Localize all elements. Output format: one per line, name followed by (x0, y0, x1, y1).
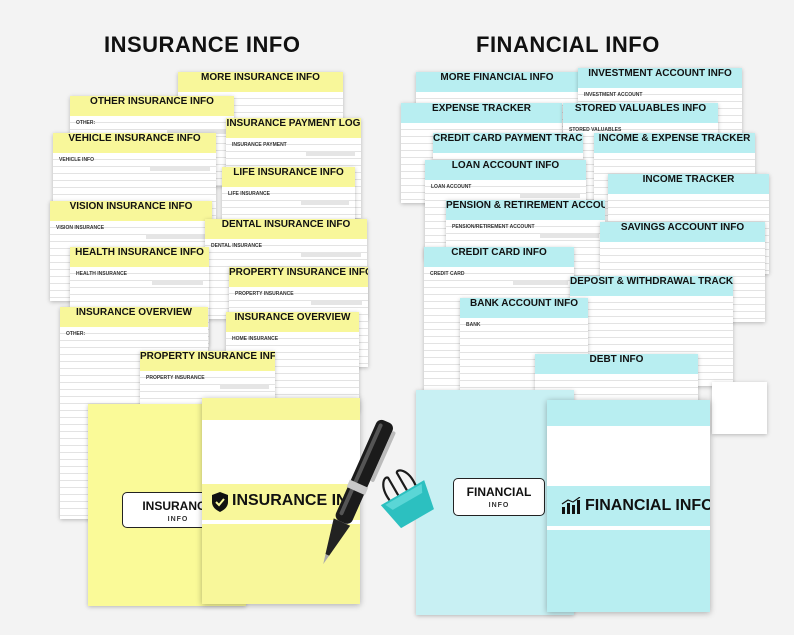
sheet-title: CREDIT CARD PAYMENT TRACKER (433, 133, 583, 153)
sheet-field-label: PROPERTY INSURANCE (146, 375, 205, 381)
sheet-title: DEPOSIT & WITHDRAWAL TRACKER (570, 276, 733, 296)
sheet-title: OTHER INSURANCE INFO (70, 96, 234, 116)
sheet-title: HEALTH INSURANCE INFO (70, 247, 209, 267)
sheet-title: VISION INSURANCE INFO (50, 201, 212, 221)
sheet-title: STORED VALUABLES INFO (563, 103, 718, 123)
sheet-title: INSURANCE PAYMENT LOG (226, 118, 361, 138)
sheet-field-label: HEALTH INSURANCE (76, 271, 128, 277)
sheet-title: VEHICLE INSURANCE INFO (53, 133, 216, 153)
cover-label-title: FINANCIAL (466, 485, 532, 499)
sheet-title: INCOME TRACKER (608, 174, 769, 194)
cover-label-title: INSURANCE (142, 499, 214, 513)
sheet-field-label: INVESTMENT ACCOUNT (584, 92, 643, 98)
cover-label-subtitle: INFO (488, 502, 510, 509)
sheet-field-label: LIFE INSURANCE (228, 191, 270, 197)
sheet-field-label: PROPERTY INSURANCE (235, 291, 294, 297)
sheet-field-label: PENSION/RETIREMENT ACCOUNT (452, 224, 535, 230)
sheet-field-label: LOAN ACCOUNT (431, 184, 472, 190)
sheet-field-label: DENTAL INSURANCE (211, 243, 262, 249)
sheet-title: INSURANCE OVERVIEW (226, 312, 359, 332)
sheet-field-label: OTHER: (66, 331, 86, 337)
financial-section-title: FINANCIAL INFO (476, 32, 660, 57)
sheet-field-label: HOME INSURANCE (232, 336, 279, 342)
sheet-field-label: VISION INSURANCE (56, 225, 105, 231)
sheet-title: PENSION & RETIREMENT ACCOUNT INFO (446, 200, 605, 220)
sheet-title: PROPERTY INSURANCE INFO (140, 351, 275, 371)
sheet-title: INCOME & EXPENSE TRACKER (594, 133, 755, 153)
shield-icon (212, 492, 228, 512)
insurance-front-cover: INSURANCE INFO (202, 398, 360, 604)
sheet-title: MORE INSURANCE INFO (178, 72, 343, 92)
cover-label: FINANCIAL INFO (453, 478, 545, 516)
sheet-title: DENTAL INSURANCE INFO (205, 219, 367, 239)
sheet-title: PROPERTY INSURANCE INFO (229, 267, 368, 287)
cover-title: FINANCIAL INFO (585, 497, 710, 514)
financial-sheet: BANK ACCOUNT INFO BANK (460, 298, 588, 398)
sheet-field-label: CREDIT CARD (430, 271, 465, 277)
cover-label-subtitle: INFO (167, 516, 189, 523)
sheet-field-label: VEHICLE INFO (59, 157, 95, 163)
sheet-field-label: STORED VALUABLES (569, 127, 622, 133)
insurance-section-title: INSURANCE INFO (104, 32, 301, 57)
sheet-field-label: OTHER: (76, 120, 96, 126)
cover-title: INSURANCE INFO (232, 492, 360, 509)
sheet-title: MORE FINANCIAL INFO (416, 72, 578, 92)
financial-sheet-edge (712, 382, 767, 434)
financial-front-cover: FINANCIAL INFO (547, 400, 710, 612)
sheet-field-label: INSURANCE PAYMENT (232, 142, 287, 148)
sheet-title: EXPENSE TRACKER (401, 103, 562, 123)
sheet-title: LOAN ACCOUNT INFO (425, 160, 586, 180)
sheet-field-label: BANK (466, 322, 481, 328)
sheet-title: DEBT INFO (535, 354, 698, 374)
sheet-title: LIFE INSURANCE INFO (222, 167, 355, 187)
chart-icon (561, 497, 581, 514)
sheet-title: SAVINGS ACCOUNT INFO (600, 222, 765, 242)
sheet-title: CREDIT CARD INFO (424, 247, 574, 267)
sheet-title: INVESTMENT ACCOUNT INFO (578, 68, 742, 88)
sheet-title: BANK ACCOUNT INFO (460, 298, 588, 318)
sheet-title: INSURANCE OVERVIEW (60, 307, 208, 327)
